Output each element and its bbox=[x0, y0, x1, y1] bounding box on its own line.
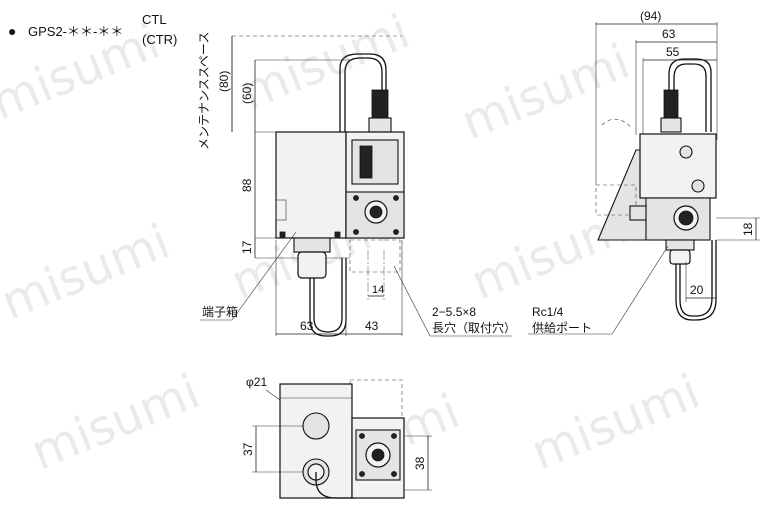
screw bbox=[359, 433, 365, 439]
leader-terminal-box bbox=[231, 231, 297, 321]
screw bbox=[679, 145, 693, 159]
valve-lever bbox=[359, 145, 373, 179]
cable-gland bbox=[669, 249, 691, 265]
bottom-view: φ21 37 38 bbox=[241, 375, 432, 499]
dim-94: (94) bbox=[640, 9, 661, 23]
leader-slot bbox=[393, 265, 431, 337]
model-suffix: CTL bbox=[142, 12, 167, 27]
dim-63-side: 63 bbox=[662, 27, 676, 41]
watermark-text: misumi bbox=[0, 213, 177, 331]
dim-80: (80) bbox=[217, 71, 231, 92]
cable-connector bbox=[663, 89, 679, 121]
supply-port bbox=[371, 448, 385, 462]
slot-desc-label: 長穴（取付穴） bbox=[432, 320, 516, 335]
watermark-text: misumi bbox=[24, 363, 208, 481]
lever-swing bbox=[601, 118, 633, 129]
dim-43: 43 bbox=[365, 319, 379, 333]
phi-label: φ21 bbox=[246, 375, 267, 389]
cable-connector bbox=[371, 89, 389, 123]
valve-head bbox=[351, 139, 399, 185]
watermark-text: misumi bbox=[524, 363, 708, 481]
port-spec-label: Rc1/4 bbox=[532, 305, 564, 319]
screw bbox=[353, 229, 359, 235]
cable-connector bbox=[660, 117, 682, 133]
sensor-cable bbox=[339, 53, 387, 132]
dim-18: 18 bbox=[741, 222, 755, 236]
screw bbox=[391, 471, 397, 477]
dim-37: 37 bbox=[241, 442, 255, 456]
mounting-bracket bbox=[349, 239, 401, 273]
sensor-cable bbox=[313, 258, 343, 333]
maintenance-space-label: メンテナンススペース bbox=[197, 32, 211, 150]
model-title: ● GPS2-＊＊-＊＊ CTL (CTR) bbox=[8, 12, 177, 47]
dim-17: 17 bbox=[240, 240, 254, 254]
terminal-box-slot bbox=[275, 199, 287, 221]
dim-55: 55 bbox=[666, 45, 680, 59]
sensor-cable bbox=[673, 63, 707, 132]
cable-gland bbox=[297, 251, 327, 279]
cable-gland-hole bbox=[302, 412, 330, 440]
dim-60: (60) bbox=[240, 83, 254, 104]
dim-14: 14 bbox=[372, 284, 384, 296]
front-view: メンテナンススペース (80) (60) 88 17 bbox=[197, 32, 516, 337]
model-code: GPS2-＊＊-＊＊ bbox=[28, 24, 123, 39]
port-desc-label: 供給ポート bbox=[532, 321, 592, 335]
dim-63-front: 63 bbox=[300, 319, 314, 333]
dim-20: 20 bbox=[690, 283, 704, 297]
slot-spec-label: 2−5.5×8 bbox=[432, 305, 476, 319]
screw bbox=[359, 471, 365, 477]
side-view: (94) 63 55 18 20 bbox=[528, 9, 760, 335]
screw bbox=[393, 195, 399, 201]
cable-gland bbox=[665, 239, 695, 251]
screw bbox=[391, 433, 397, 439]
terminal-box bbox=[275, 131, 347, 239]
model-bullet: ● bbox=[8, 23, 16, 39]
screw bbox=[393, 229, 399, 235]
sensor-cable bbox=[309, 258, 347, 337]
supply-port bbox=[678, 210, 694, 226]
cable-connector bbox=[368, 117, 392, 133]
valve-stem bbox=[629, 205, 647, 221]
cable-gland bbox=[293, 237, 331, 253]
sensor-cable bbox=[679, 240, 713, 317]
watermark-text: misumi bbox=[454, 33, 638, 151]
dim-38: 38 bbox=[413, 456, 427, 470]
sensor-cable bbox=[344, 57, 383, 132]
sensor-cable bbox=[675, 240, 717, 321]
sensor-cable bbox=[315, 472, 356, 499]
screw bbox=[353, 195, 359, 201]
screw bbox=[334, 231, 341, 238]
watermark-text: misumi bbox=[234, 3, 418, 121]
screw bbox=[279, 231, 286, 238]
dim-88: 88 bbox=[240, 178, 254, 192]
screw bbox=[691, 179, 705, 193]
terminal-box-label: 端子箱 bbox=[202, 304, 238, 319]
supply-port bbox=[369, 205, 383, 219]
sensor-cable bbox=[668, 58, 712, 132]
valve-body-side bbox=[639, 133, 717, 199]
model-suffix-alt: (CTR) bbox=[142, 32, 177, 47]
leader-port bbox=[611, 245, 669, 335]
